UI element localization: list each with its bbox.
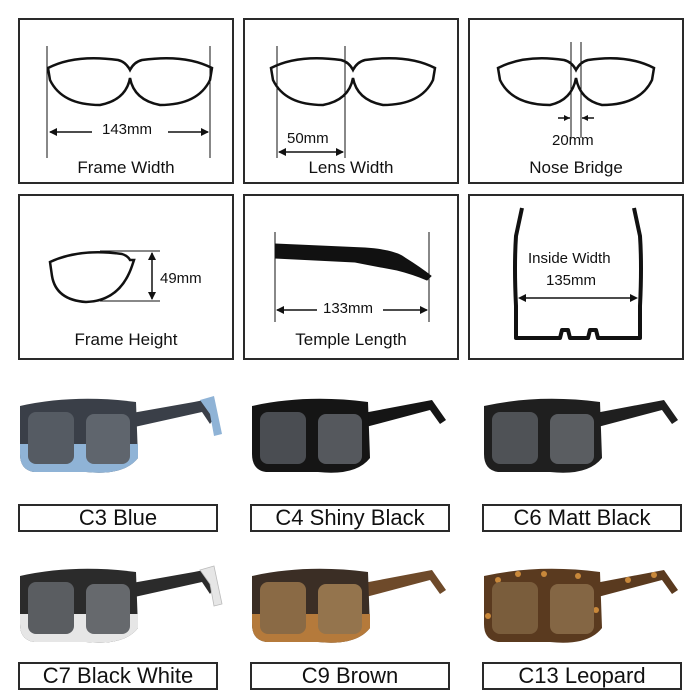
frame-width-panel: 143mm Frame Width	[18, 18, 234, 184]
temple-length-diagram-icon	[274, 232, 432, 322]
c6-matt-black-glasses-icon	[484, 398, 678, 473]
nose-bridge-panel: 20mm Nose Bridge	[468, 18, 684, 184]
frame-height-panel: 49mm Frame Height	[18, 194, 234, 360]
c13-leopard-glasses-icon	[484, 568, 678, 643]
nose-bridge-diagram-icon	[496, 42, 656, 138]
inside-width-panel: Inside Width 135mm	[468, 194, 684, 360]
c7-black-white-label: C7 Black White	[18, 662, 218, 690]
lens-width-panel: 50mm Lens Width	[243, 18, 459, 184]
c3-blue-glasses-icon	[20, 396, 222, 473]
nose-bridge-label: Nose Bridge	[529, 158, 623, 177]
frame-height-label: Frame Height	[74, 330, 178, 349]
c4-shiny-black-label: C4 Shiny Black	[250, 504, 450, 532]
c3-blue-label: C3 Blue	[18, 504, 218, 532]
temple-length-label: Temple Length	[295, 330, 407, 349]
inside-width-value: 135mm	[546, 272, 597, 289]
nose-bridge-value: 20mm	[552, 132, 594, 149]
c9-brown-glasses-icon	[252, 568, 446, 643]
frame-height-diagram-icon	[48, 250, 160, 304]
c13-leopard-label: C13 Leopard	[482, 662, 682, 690]
c7-black-white-glasses-icon	[20, 565, 223, 643]
lens-width-diagram-icon	[269, 46, 437, 158]
temple-length-panel: 133mm Temple Length	[243, 194, 459, 360]
inside-width-title: Inside Width	[528, 250, 611, 267]
lens-width-label: Lens Width	[308, 158, 394, 177]
frame-width-value: 143mm	[102, 121, 153, 138]
lens-width-value: 50mm	[287, 130, 329, 147]
frame-height-value: 49mm	[160, 270, 202, 287]
c4-shiny-black-glasses-icon	[252, 398, 446, 473]
inside-width-diagram-icon	[513, 207, 643, 340]
frame-width-diagram-icon	[46, 46, 214, 158]
c6-matt-black-label: C6 Matt Black	[482, 504, 682, 532]
frame-width-label: Frame Width	[77, 158, 175, 177]
temple-length-value: 133mm	[323, 300, 374, 317]
c9-brown-label: C9 Brown	[250, 662, 450, 690]
